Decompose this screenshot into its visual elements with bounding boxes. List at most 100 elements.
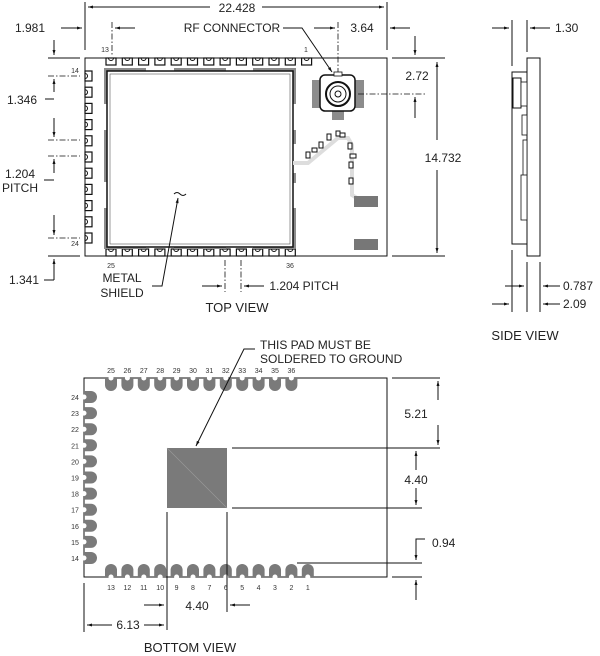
- castellated-pad: [268, 57, 280, 66]
- pin-label: 32: [222, 368, 230, 375]
- castellated-pad: [138, 57, 150, 66]
- pin-label: 12: [124, 585, 132, 592]
- solder-pad: [81, 535, 98, 548]
- dim-height: 14.732: [425, 151, 462, 165]
- castellated-pad: [301, 57, 313, 66]
- dim-bottom-pin: 1.341: [9, 273, 39, 287]
- solder-pad: [203, 375, 216, 392]
- pin-label: 28: [156, 368, 164, 375]
- pin-label: 18: [71, 492, 79, 499]
- dim-rf-y: 2.72: [405, 69, 429, 83]
- pin-label: 21: [71, 443, 79, 450]
- bottom-board-outline: [83, 377, 388, 578]
- dim-left: 6.13: [116, 618, 140, 632]
- pin-label: 36: [288, 368, 296, 375]
- pin-label: 2: [289, 585, 293, 592]
- solder-pad: [236, 564, 249, 580]
- pin-label: 9: [175, 585, 179, 592]
- pin-label: 13: [101, 47, 109, 54]
- shield-label-1: METAL: [102, 271, 141, 285]
- solder-pad: [81, 407, 98, 420]
- castellated-pad: [84, 232, 93, 244]
- castellated-pad: [252, 248, 264, 257]
- pin-label: 4: [257, 585, 261, 592]
- pin-label: 14: [71, 556, 79, 563]
- dim-top: 5.21: [404, 407, 428, 421]
- dim-pad-w: 4.40: [185, 599, 209, 613]
- castellated-pad: [219, 248, 231, 257]
- castellated-pad: [84, 102, 93, 115]
- dim-rf-x: 3.64: [350, 21, 374, 35]
- rf-connector-label: RF CONNECTOR: [184, 21, 281, 35]
- pin-label: 25: [107, 368, 115, 375]
- castellated-pad: [284, 248, 296, 257]
- solder-pad: [137, 375, 150, 392]
- shield-marker: [173, 192, 187, 196]
- pin-label: 16: [71, 524, 79, 531]
- pin-label: 23: [71, 411, 79, 418]
- solder-pad: [154, 564, 167, 580]
- pin-label: 19: [71, 476, 79, 483]
- pin-label: 17: [71, 508, 79, 515]
- solder-pad: [81, 503, 98, 516]
- solder-pad: [269, 375, 281, 391]
- solder-pad: [121, 564, 134, 580]
- pin-label: 10: [156, 585, 164, 592]
- castellated-pad: [186, 248, 199, 257]
- pin-label: 24: [71, 395, 79, 402]
- castellated-pad: [235, 57, 247, 66]
- pin-label: 7: [207, 585, 211, 592]
- bottom-view-title: BOTTOM VIEW: [144, 640, 237, 655]
- dim-top-pin: 1.346: [7, 93, 37, 107]
- metal-shield: [106, 70, 294, 248]
- dim-board: 1.30: [555, 21, 579, 35]
- side-view: 1.30 0.787 2.09 SIDE VIEW: [491, 20, 593, 343]
- pin-label: 27: [140, 368, 148, 375]
- solder-pad: [81, 487, 98, 500]
- pin-label: 20: [71, 459, 79, 466]
- pin-label: 31: [206, 368, 214, 375]
- castellated-pad: [154, 248, 166, 257]
- solder-pad: [269, 564, 281, 580]
- castellated-pad: [84, 70, 93, 82]
- dim-pad-h: 4.40: [404, 473, 428, 487]
- solder-pad: [219, 375, 232, 392]
- pin-label: 26: [124, 368, 132, 375]
- pin-label: 36: [286, 263, 294, 270]
- pin-label: 5: [240, 585, 244, 592]
- pin-label: 3: [273, 585, 277, 592]
- dim-left-offset: 1.981: [15, 21, 45, 35]
- castellated-pad: [203, 57, 215, 66]
- side-dimensions: [492, 20, 560, 312]
- castellated-pad: [84, 183, 93, 195]
- dim-pcb: 0.787: [563, 279, 593, 293]
- solder-pad: [81, 552, 97, 564]
- pin-label: 33: [238, 368, 246, 375]
- castellated-pad: [84, 86, 93, 98]
- castellated-pad: [186, 57, 199, 66]
- pin-label: 35: [271, 368, 279, 375]
- top-view-title: TOP VIEW: [205, 300, 269, 315]
- top-view: 22.428 1.981 RF CONNECTOR 3.64 2.72 14.7…: [2, 1, 462, 315]
- pin-label: 11: [140, 585, 147, 592]
- shield-label-2: SHIELD: [100, 286, 144, 300]
- castellated-pad: [203, 248, 215, 257]
- side-pcb: [526, 57, 541, 257]
- rf-components: [293, 130, 378, 250]
- castellated-pad: [121, 57, 133, 66]
- castellated-pad: [138, 248, 150, 257]
- solder-pad: [81, 423, 98, 436]
- solder-pad: [154, 375, 167, 392]
- castellated-pad: [219, 57, 231, 66]
- solder-pad: [105, 375, 117, 391]
- castellated-pad: [170, 57, 182, 66]
- pin-label: 29: [173, 368, 181, 375]
- solder-pad: [81, 455, 98, 468]
- castellated-pad: [268, 248, 280, 257]
- dim-bottom: 0.94: [432, 536, 456, 550]
- pin-label: 24: [71, 241, 79, 248]
- solder-pad: [301, 564, 314, 580]
- castellated-pad: [84, 216, 93, 228]
